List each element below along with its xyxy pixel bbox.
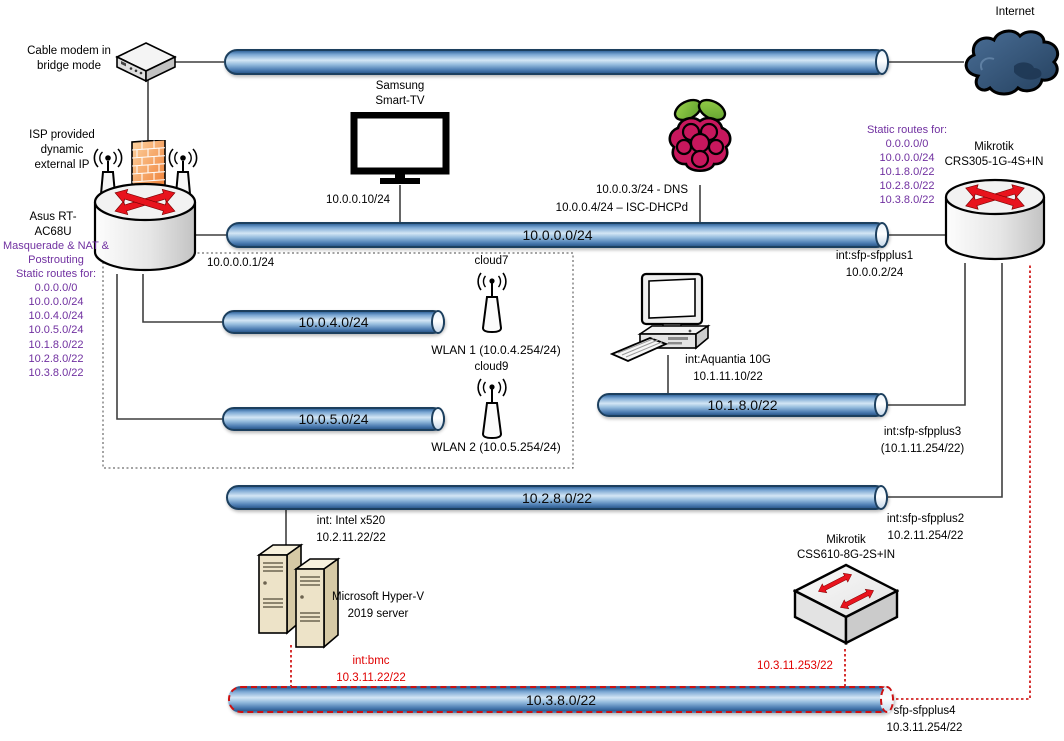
wifi-antenna-icon (477, 378, 507, 440)
pipe-end-cap (880, 686, 894, 713)
pipe-10-3-8-0: 10.3.8.0/22 (228, 686, 894, 713)
raspberry-pi-services-label: 10.0.0.3/24 - DNS 10.0.0.4/24 – ISC-DHCP… (555, 184, 688, 214)
wlan-group-dotted-box (102, 252, 574, 469)
pipe-10-0-0-0-label: 10.0.0.0/24 (522, 227, 593, 243)
pipe-10-3-8-0-label: 10.3.8.0/22 (525, 691, 597, 708)
pipe-10-2-8-0-label: 10.2.8.0/22 (521, 489, 593, 506)
pipe-wan (224, 49, 889, 75)
cloud7-label: cloud7 (474, 255, 509, 267)
asus-router-icon (93, 140, 198, 272)
link-net1038-crs305 (896, 263, 1031, 700)
css610-switch-icon (793, 563, 899, 645)
sfpplus4-label: sfp-sfpplus4 10.3.11.254/22 (886, 705, 963, 734)
hyperv-bmc-label: int:bmc 10.3.11.22/22 (336, 655, 406, 684)
internet-label: Internet (995, 6, 1035, 18)
asus-router-label: Asus RT- AC68U (29, 211, 77, 238)
sfpplus1-label: int:sfp-sfpplus1 10.0.0.2/24 (835, 250, 914, 279)
pipe-10-0-0-0: 10.0.0.0/24 (226, 222, 889, 248)
asus-routes-note: Masquerade & NAT & Postrouting Static ro… (3, 240, 109, 379)
pipe-10-0-5-0-label: 10.0.5.0/24 (298, 411, 369, 427)
smart-tv-ip-label: 10.0.0.10/24 (326, 194, 390, 206)
css610-bmc-ip-label: 10.3.11.253/22 (757, 660, 833, 672)
pipe-10-1-8-0: 10.1.8.0/22 (597, 393, 888, 417)
cable-modem-icon (115, 42, 177, 83)
wlan1-label: WLAN 1 (10.0.4.254/24) (431, 343, 561, 357)
server-stack-icon (256, 543, 341, 649)
pipe-end-cap (874, 393, 888, 417)
pipe-10-1-8-0-label: 10.1.8.0/22 (707, 397, 778, 413)
pipe-end-cap (875, 222, 889, 248)
link-router-wlan2 (116, 274, 224, 420)
hyperv-nic-label: int: Intel x520 10.2.11.22/22 (316, 515, 386, 545)
pipe-end-cap (874, 485, 888, 510)
pipe-end-cap (431, 310, 445, 334)
sfpplus3-label: int:sfp-sfpplus3 (10.1.11.254/22) (880, 426, 965, 455)
pipe-10-2-8-0: 10.2.8.0/22 (226, 485, 888, 510)
link-net1028-crs305 (888, 263, 1003, 498)
crs305-router-icon (944, 178, 1046, 261)
wifi-antenna-icon (477, 272, 507, 334)
smart-tv-label: Samsung Smart-TV (375, 80, 425, 107)
link-router-wlan1 (142, 274, 224, 323)
pipe-end-cap (431, 407, 445, 431)
link-net1018-crs305 (888, 263, 966, 406)
crs305-routes-note: Static routes for: 0.0.0.0/0 10.0.0.0/24… (866, 124, 948, 207)
desktop-pc-icon (610, 272, 711, 362)
firewall-icon (131, 140, 166, 193)
hyperv-label: Microsoft Hyper-V 2019 server (331, 591, 425, 620)
pipe-10-0-4-0-label: 10.0.4.0/24 (298, 314, 369, 330)
wlan2-label: WLAN 2 (10.0.5.254/24) (431, 440, 561, 454)
pc-nic-label: int:Aquantia 10G 10.1.11.10/22 (685, 354, 771, 383)
cable-modem-label: Cable modem in bridge mode (27, 45, 111, 72)
css610-label: Mikrotik CSS610-8G-2S+IN (796, 534, 896, 561)
sfpplus2-label: int:sfp-sfpplus2 10.2.11.254/22 (886, 513, 965, 542)
crs305-label: Mikrotik CRS305-1G-4S+IN (944, 141, 1044, 168)
cloud9-label: cloud9 (474, 361, 509, 373)
asus-lan-ip-label: 10.0.0.0.1/24 (207, 257, 275, 269)
pipe-end-cap (875, 49, 889, 75)
smart-tv-icon (350, 112, 450, 184)
pipe-10-0-4-0: 10.0.4.0/24 (222, 310, 445, 334)
isp-note-label: ISP provided dynamic external IP (29, 129, 95, 171)
raspberry-pi-icon (668, 98, 732, 173)
pipe-10-0-5-0: 10.0.5.0/24 (222, 407, 445, 431)
internet-cloud-icon (964, 29, 1060, 96)
